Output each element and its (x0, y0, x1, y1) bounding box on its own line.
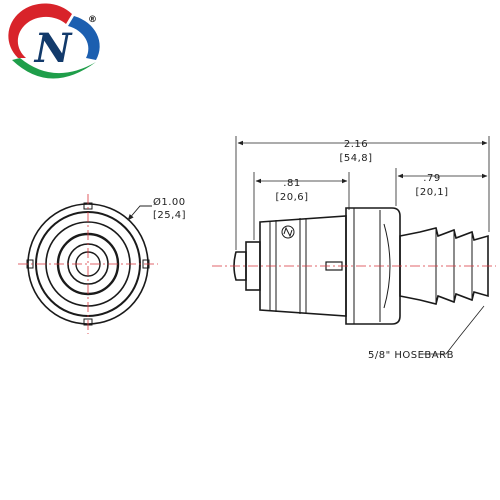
end-view-ring-2 (35, 211, 141, 317)
side-view-nose (233, 251, 247, 281)
logo-blue-arc (68, 16, 100, 60)
side-view-collar (345, 207, 401, 325)
dimension-lines (235, 136, 490, 355)
overall-length-inch: 2.16 (344, 139, 368, 150)
logo-letter-n: N (33, 25, 73, 72)
overall-length-mm: [54,8] (339, 153, 372, 164)
hosebarb-callout: 5/8" HOSEBARB (368, 350, 454, 361)
logo-green-arc (12, 58, 96, 79)
brand-logo: N ® (8, 3, 100, 79)
barb-length-mm: [20,1] (415, 187, 448, 198)
body-imprint-icon (281, 225, 295, 239)
body-length-inch: .81 (283, 178, 300, 189)
barb-length-inch: .79 (423, 173, 440, 184)
registered-mark: ® (88, 15, 97, 25)
diameter-label-inch: Ø1.00 (153, 196, 186, 208)
logo-red-arc (8, 3, 72, 58)
end-view-centerlines (18, 194, 158, 334)
body-length-mm: [20,6] (275, 192, 308, 203)
diameter-leader (127, 205, 152, 221)
collar-flat (383, 223, 391, 309)
diameter-label-mm: [25,4] (153, 210, 186, 221)
hosebarb-leader (420, 305, 485, 355)
